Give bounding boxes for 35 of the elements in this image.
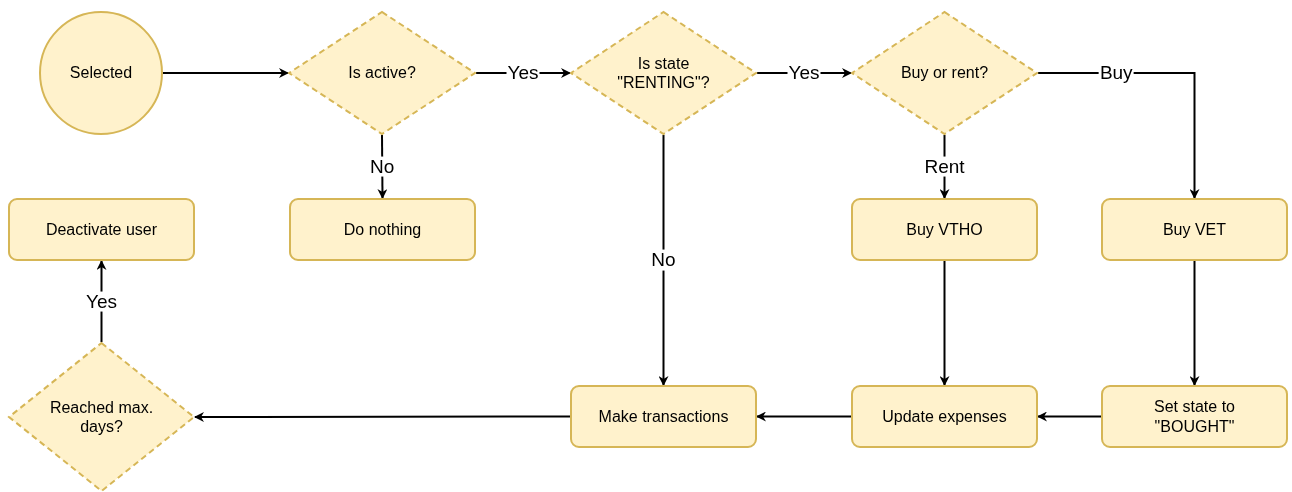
node-label: Selected: [69, 63, 133, 83]
node-label: Is active?: [348, 63, 416, 83]
decision-diamond: [570, 11, 757, 135]
process-box: [8, 198, 195, 261]
arrow: [194, 412, 571, 422]
arrow: [1037, 411, 1102, 422]
node-label: Set state to "BOUGHT": [1153, 397, 1236, 436]
edge-label: Rent: [923, 156, 966, 177]
arrow: [756, 411, 852, 422]
arrow: [939, 260, 950, 386]
edge-label: No: [650, 249, 677, 271]
start-circle: [39, 11, 163, 135]
node-label: Buy VTHO: [906, 219, 983, 240]
process-box: [1101, 385, 1288, 448]
node-label: Make transactions: [598, 406, 729, 427]
process-box: [1101, 198, 1288, 261]
node-label: Deactivate user: [45, 219, 158, 240]
node-label: Buy VET: [1162, 219, 1227, 240]
node-label: Update expenses: [882, 406, 1007, 427]
process-box: [851, 198, 1038, 261]
arrow: [658, 134, 669, 386]
process-box: [851, 385, 1038, 448]
arrow: [162, 68, 289, 78]
node-label: Buy or rent?: [900, 63, 989, 83]
process-box: [289, 198, 476, 261]
edge-label: Yes: [85, 291, 118, 312]
node-label: Do nothing: [343, 219, 422, 240]
decision-diamond: [8, 342, 195, 492]
decision-diamond: [851, 11, 1038, 135]
edge-label: No: [369, 156, 396, 177]
node-label: Reached max. days?: [48, 397, 155, 437]
process-box: [570, 385, 757, 448]
node-label: Is state "RENTING"?: [616, 53, 711, 93]
decision-diamond: [288, 11, 476, 135]
arrow: [1189, 260, 1200, 386]
